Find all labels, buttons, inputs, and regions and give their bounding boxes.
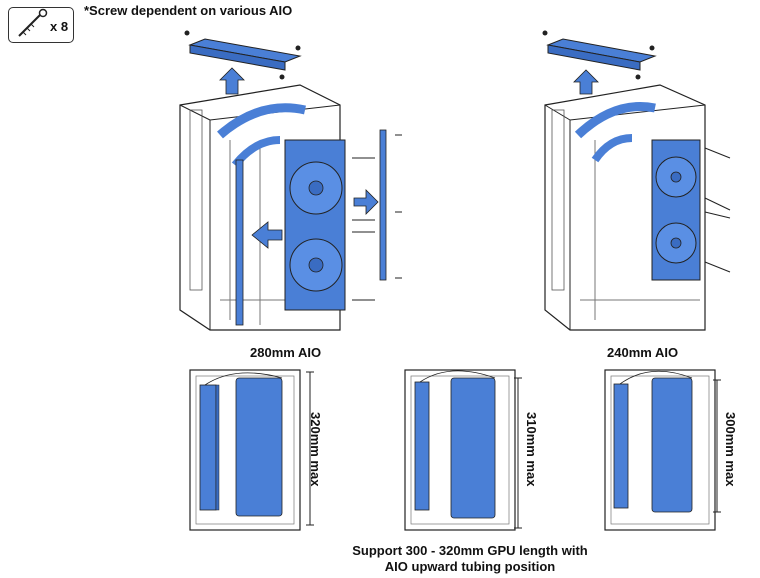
side-rail-280: [235, 159, 244, 326]
footer-caption: Support 300 - 320mm GPU length with AIO …: [300, 543, 640, 575]
side-view-300: [604, 369, 721, 531]
gpu-320: [235, 377, 283, 517]
gpu-310: [450, 377, 496, 519]
caption-280-aio: 280mm AIO: [250, 345, 322, 360]
caption-240-aio: 240mm AIO: [607, 345, 679, 360]
gpu-300: [651, 377, 693, 513]
arrow-icon: [353, 189, 379, 215]
footer-line-2: AIO upward tubing position: [384, 559, 556, 574]
footer-line-1: Support 300 - 320mm GPU length with: [352, 543, 588, 558]
arrow-icon: [573, 69, 599, 95]
radiator-side-310: [414, 381, 430, 511]
screw-icon: [18, 8, 48, 37]
side-view-310: [404, 369, 522, 531]
screw-note: *Screw dependent on various AIO: [84, 3, 293, 18]
arrow-icon: [219, 67, 245, 95]
side-bracket-280: [379, 129, 387, 281]
radiator-side-300: [613, 383, 629, 509]
screw-quantity-box: [8, 7, 74, 43]
clearance-label-320: 320mm max: [308, 412, 323, 487]
clearance-label-300: 300mm max: [723, 412, 738, 487]
side-view-320: [189, 369, 314, 531]
screw-quantity: x 8: [50, 19, 69, 34]
clearance-label-310: 310mm max: [524, 412, 539, 487]
radiator-side-320: [199, 384, 217, 511]
